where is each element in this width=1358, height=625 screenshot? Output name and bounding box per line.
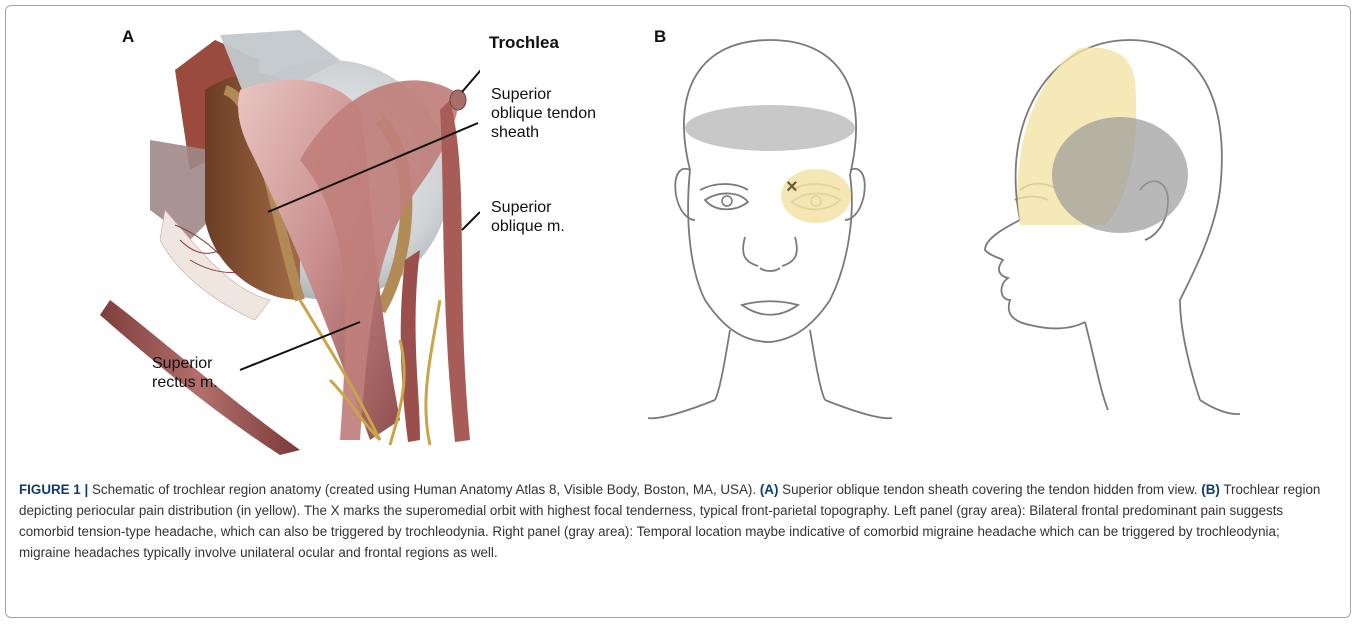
sheath-label: Superior oblique tendon sheath: [491, 85, 596, 142]
tenderness-x-mark: ×: [786, 176, 798, 198]
panel-b-label: B: [654, 27, 666, 47]
superior-oblique-label: Superior oblique m.: [491, 198, 565, 236]
caption-a-text: Superior oblique tendon sheath covering …: [778, 482, 1201, 497]
sheath-label-line-2: oblique tendon: [491, 104, 596, 123]
ocular-pain-area: [781, 169, 851, 223]
figure-panels: × A B Trochlea Superior oblique tendon s…: [0, 0, 1358, 460]
side-frontal-pain-area: [1018, 47, 1137, 225]
superior-rectus-label: Superior rectus m.: [152, 354, 218, 392]
oblique-leader-line: [462, 212, 480, 230]
sheath-label-line-3: sheath: [491, 123, 596, 142]
trochlea-pulley: [450, 90, 466, 110]
rectus-label-line-1: Superior: [152, 354, 218, 373]
caption-intro: Schematic of trochlear region anatomy (c…: [88, 482, 760, 497]
oblique-label-line-2: oblique m.: [491, 217, 565, 236]
rectus-label-line-2: rectus m.: [152, 373, 218, 392]
trochlea-leader-line: [462, 50, 480, 92]
frontal-pain-area: [685, 105, 855, 151]
figure-number: FIGURE 1 |: [19, 482, 88, 497]
temporal-pain-area: [1052, 117, 1188, 233]
caption-b-ref: (B): [1201, 482, 1220, 497]
sheath-label-line-1: Superior: [491, 85, 596, 104]
oblique-label-line-1: Superior: [491, 198, 565, 217]
superior-oblique-tendon: [440, 100, 470, 442]
side-head-outline: [985, 40, 1240, 414]
trochlea-label: Trochlea: [489, 33, 559, 52]
caption-a-ref: (A): [760, 482, 779, 497]
figure-caption: FIGURE 1 | Schematic of trochlear region…: [19, 479, 1334, 563]
eye-anatomy-illustration: [0, 0, 480, 460]
panel-a-label: A: [122, 27, 134, 47]
front-head-outline: [648, 40, 892, 418]
